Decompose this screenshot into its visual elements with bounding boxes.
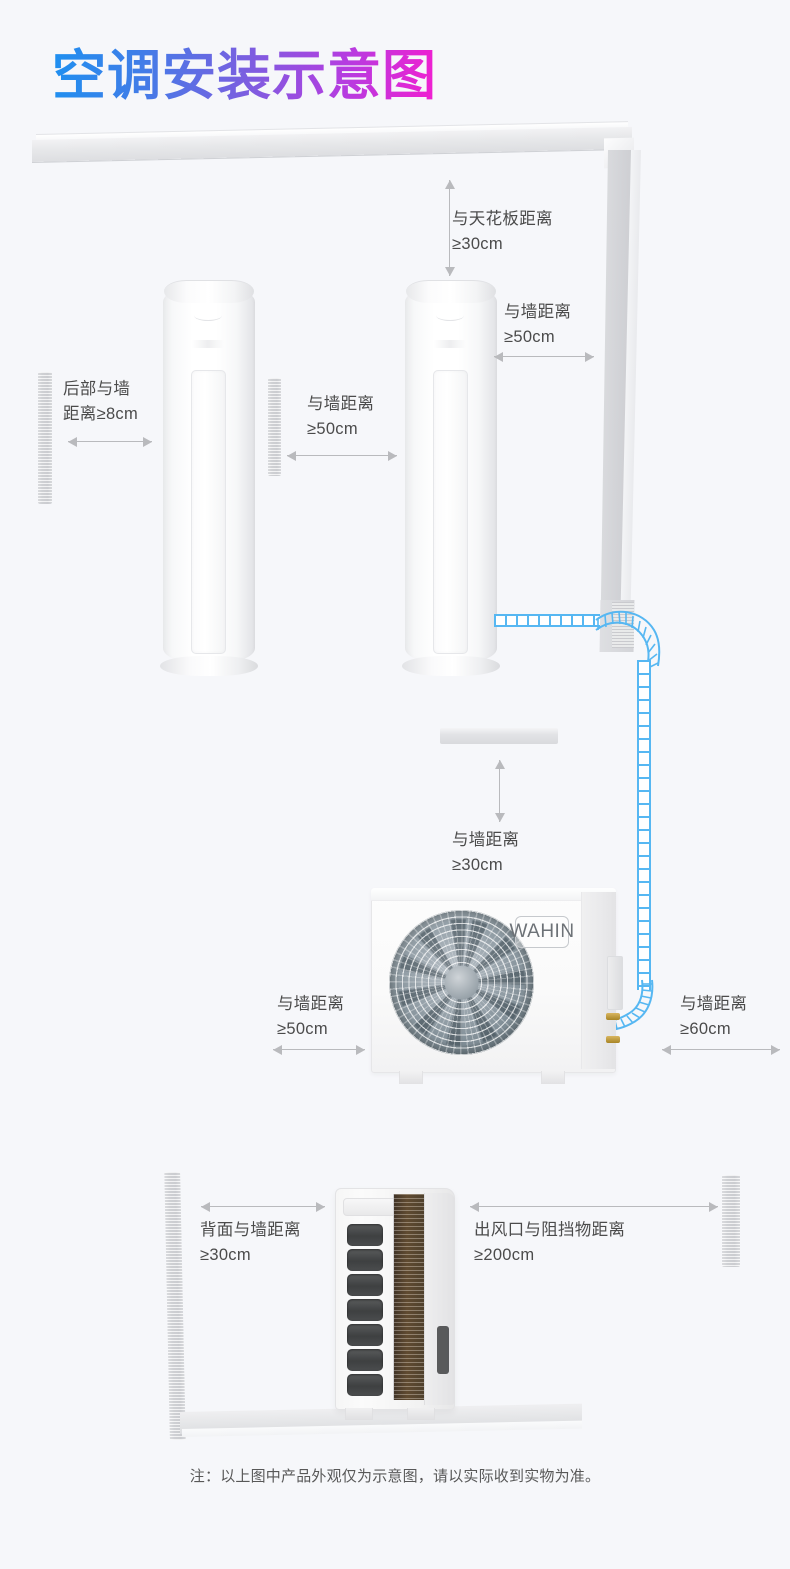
label-ceiling-clearance: 与天花板距离 ≥30cm [452, 207, 553, 257]
refrigerant-pipe-horizontal [494, 614, 600, 627]
outdoor-unit-front: WAHIN [371, 888, 623, 1084]
indoor-unit-right [402, 278, 500, 676]
arrow-odu-left-clearance [273, 1044, 365, 1056]
arrow-overhead-clearance [494, 760, 506, 822]
odu-rear-foot-left [345, 1408, 373, 1420]
brand-logo-text: WAHIN [509, 921, 575, 942]
label-odu-right-clearance-line2: ≥60cm [680, 1020, 731, 1038]
brand-logo-box: WAHIN [509, 916, 574, 948]
arrow-ceiling-clearance [444, 180, 456, 276]
label-left-wall-clearance: 与墙距离 ≥50cm [307, 392, 374, 442]
arrow-rear-wall-clearance [68, 436, 152, 448]
footer-note: 注：以上图中产品外观仅为示意图，请以实际收到实物为准。 [189, 1468, 601, 1485]
arrow-air-outlet-clearance [470, 1201, 718, 1213]
label-air-outlet-clearance: 出风口与阻挡物距离 ≥200cm [474, 1218, 625, 1268]
arrow-right-wall-clearance [494, 351, 594, 363]
wall-stub-lower-left [164, 1172, 186, 1440]
outdoor-unit-rear [335, 1188, 455, 1420]
odu-rear-foot-right [407, 1408, 435, 1420]
arrow-odu-right-clearance [662, 1044, 780, 1056]
label-rear-wall-clearance-line1: 后部与墙 [63, 380, 131, 398]
label-right-wall-clearance-line2: ≥50cm [504, 328, 555, 346]
label-left-wall-clearance-line2: ≥50cm [307, 420, 358, 438]
label-odu-left-clearance-line1: 与墙距离 [277, 995, 345, 1013]
label-right-wall-clearance-line1: 与墙距离 [504, 303, 572, 321]
refrigerant-pipe-vertical [637, 660, 651, 990]
label-ceiling-clearance-line2: ≥30cm [452, 235, 503, 253]
label-overhead-clearance: 与墙距离 ≥30cm [452, 828, 519, 878]
odu-foot-left [399, 1071, 423, 1084]
label-right-wall-clearance: 与墙距离 ≥50cm [504, 300, 571, 350]
label-air-outlet-clearance-line1: 出风口与阻挡物距离 [474, 1221, 626, 1239]
service-valve-lower [606, 1036, 620, 1043]
label-overhead-clearance-line2: ≥30cm [452, 856, 503, 874]
arrow-back-wall-clearance [201, 1201, 325, 1213]
label-back-wall-clearance: 背面与墙距离 ≥30cm [200, 1218, 301, 1268]
label-overhead-clearance-line1: 与墙距离 [452, 831, 520, 849]
label-odu-left-clearance: 与墙距离 ≥50cm [277, 992, 344, 1042]
label-left-wall-clearance-line1: 与墙距离 [307, 395, 375, 413]
overhead-obstacle [440, 728, 558, 744]
fan-grille [389, 910, 534, 1055]
label-rear-wall-clearance-line2: 距离≥8cm [63, 405, 139, 423]
arrow-left-wall-clearance [287, 450, 397, 462]
label-rear-wall-clearance: 后部与墙 距离≥8cm [63, 377, 138, 427]
wall-stub-middle [268, 378, 281, 476]
indoor-unit-left [160, 278, 258, 676]
valve-cover [607, 956, 623, 1010]
service-valve-upper [606, 1013, 620, 1020]
page-title: 空调安装示意图 [52, 46, 437, 106]
label-odu-right-clearance: 与墙距离 ≥60cm [680, 992, 747, 1042]
label-odu-left-clearance-line2: ≥50cm [277, 1020, 328, 1038]
wall-stub-lower-right [722, 1175, 740, 1267]
odu-foot-right [541, 1071, 565, 1084]
label-air-outlet-clearance-line2: ≥200cm [474, 1246, 535, 1264]
refrigerant-pipe-flex-upper [592, 604, 668, 670]
label-back-wall-clearance-line2: ≥30cm [200, 1246, 251, 1264]
wall-penetration-hatch [612, 602, 634, 648]
label-odu-right-clearance-line1: 与墙距离 [680, 995, 748, 1013]
label-ceiling-clearance-line1: 与天花板距离 [452, 210, 553, 228]
wall-stub-left [38, 372, 52, 504]
label-back-wall-clearance-line1: 背面与墙距离 [200, 1221, 301, 1239]
side-vents [347, 1224, 383, 1396]
